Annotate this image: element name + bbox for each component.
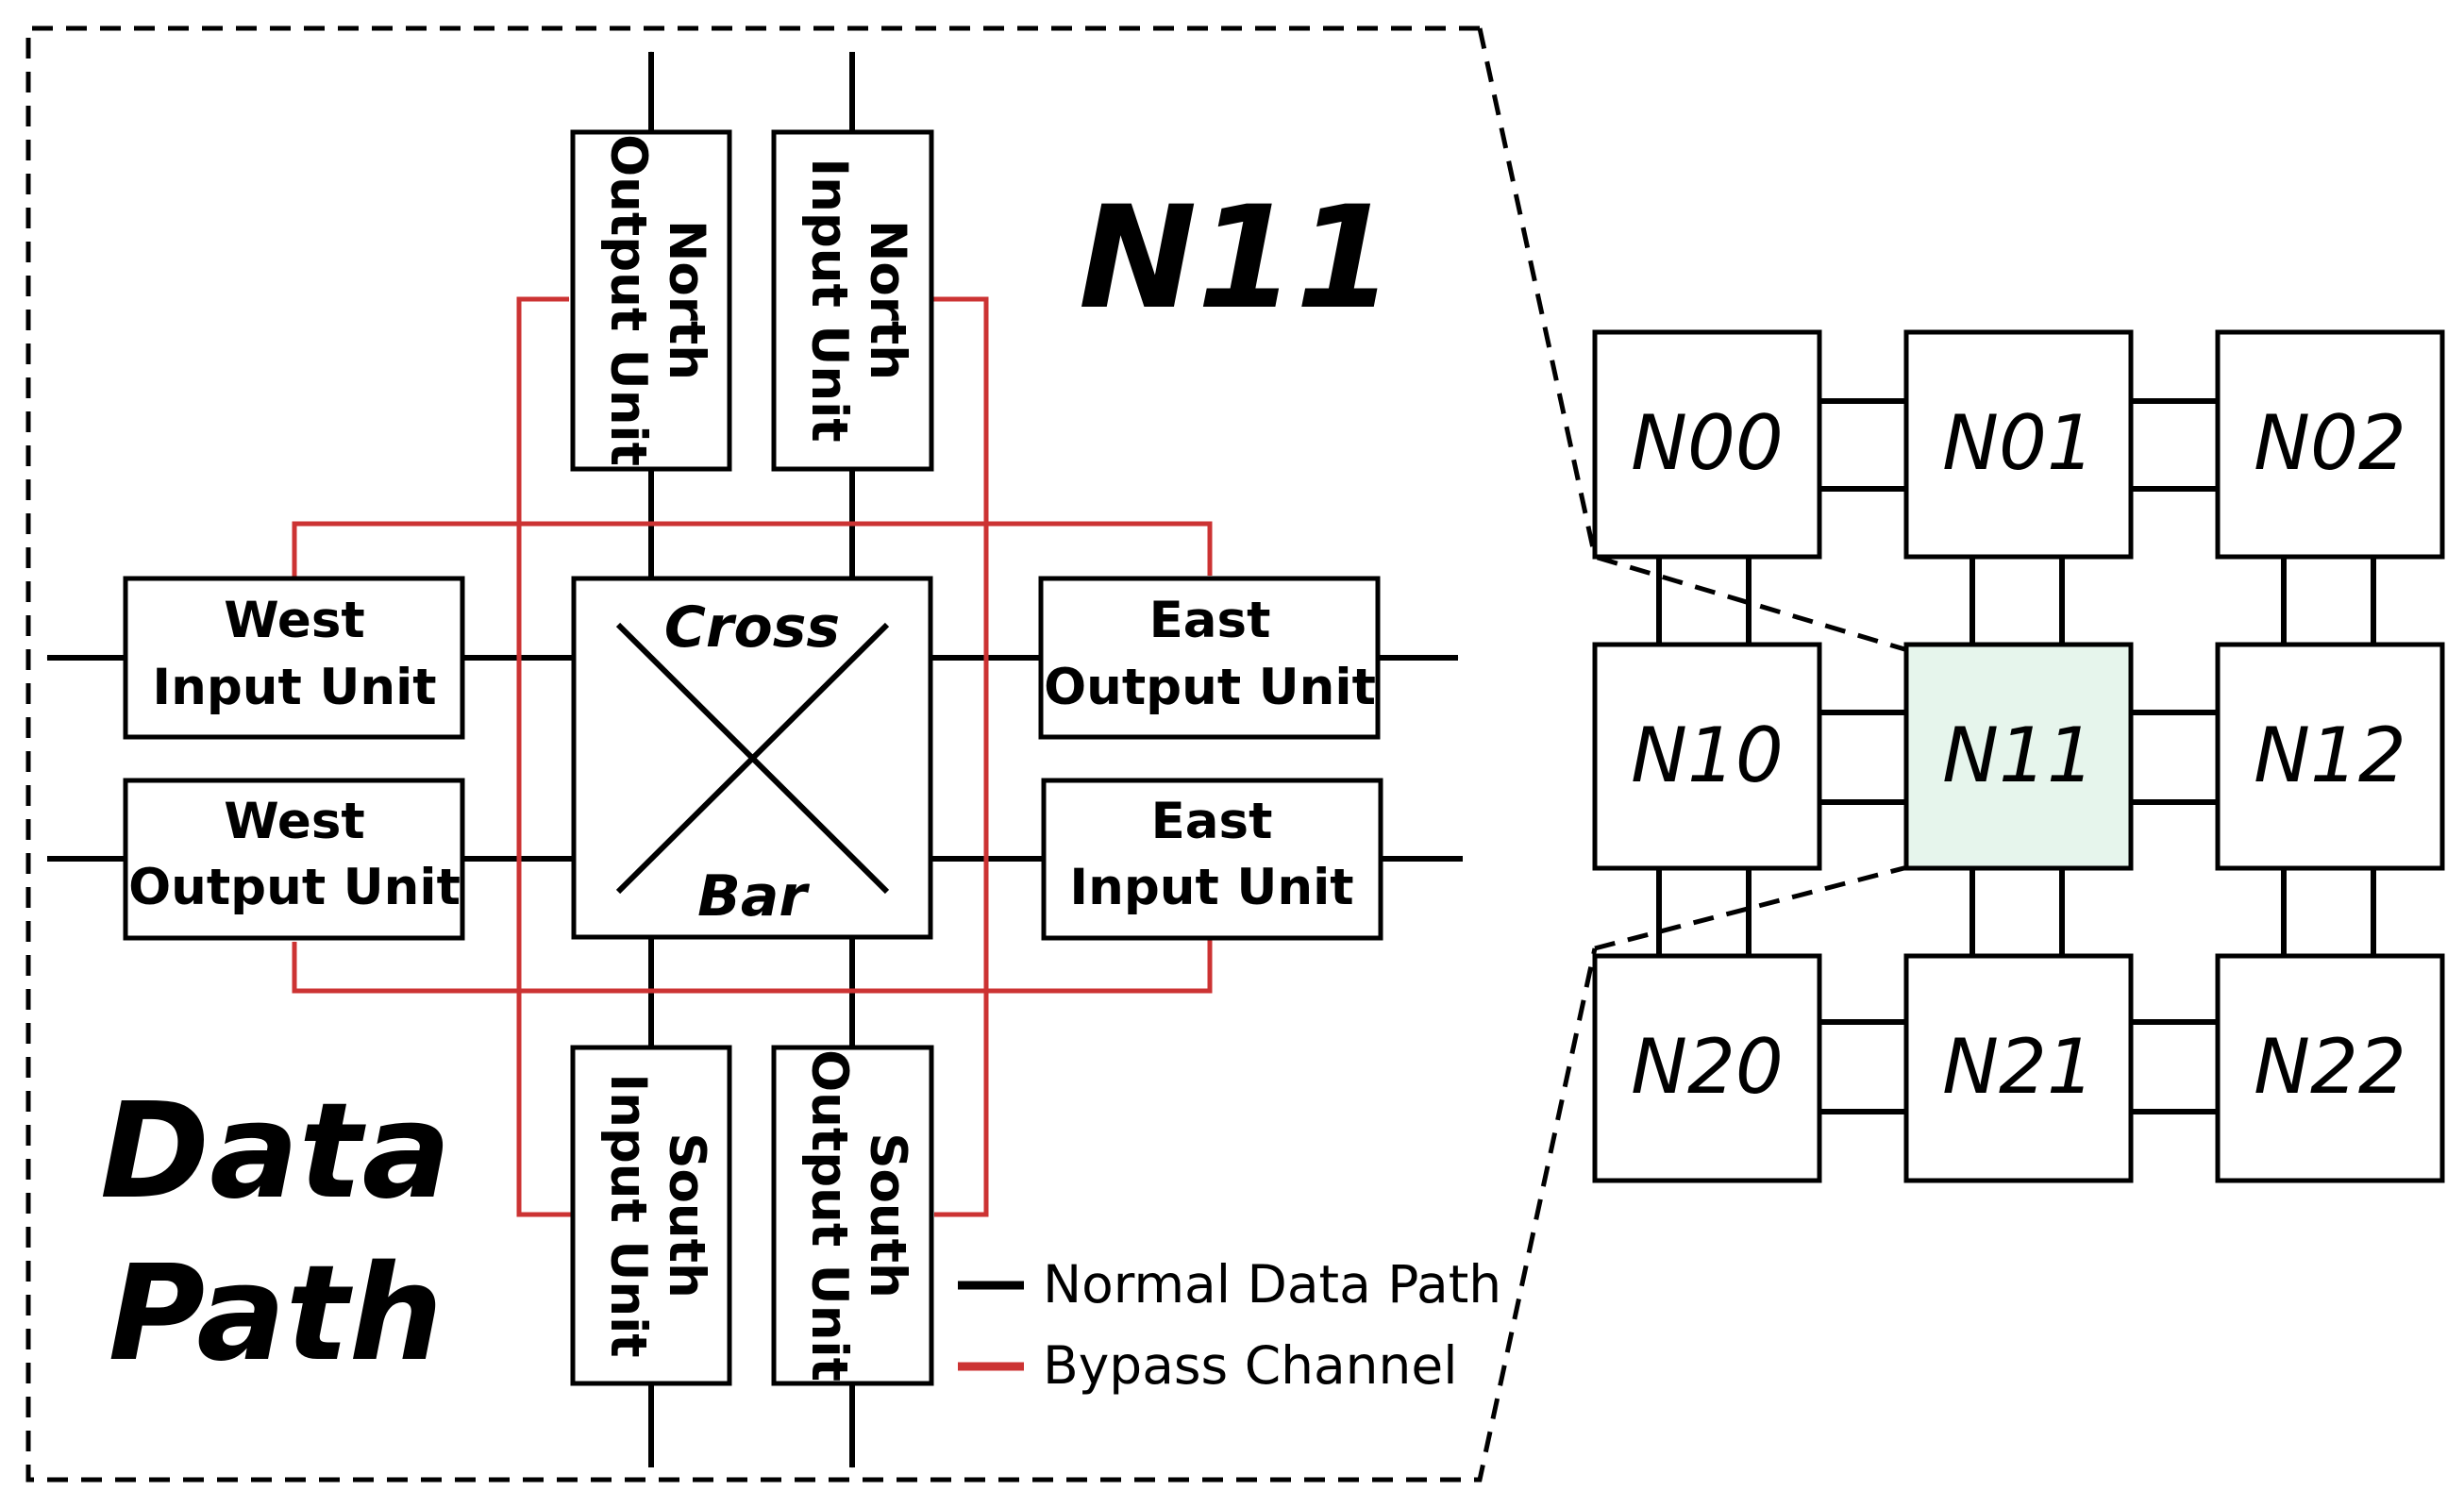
mesh-node-label: N02 [2254,399,2406,487]
router-detail: Cross Bar West Input Unit West Output Un… [46,51,1501,1468]
bypass-channels [292,296,1213,1217]
mesh-node-n10 [1592,642,1822,871]
mesh-node-label: N21 [1942,1023,2095,1111]
mesh-node-label: N01 [1942,399,2095,487]
north-output-label-line1: North [658,220,715,380]
mesh-node-label: N10 [1631,712,1784,799]
crossbar-bottom-label: Bar [697,863,810,930]
mesh-node-n00 [1592,329,1822,560]
east-input-label-line2: Input Unit [1069,859,1353,916]
mesh-node-n01 [1903,329,2134,560]
west-output-label-line2: Output Unit [128,859,461,916]
south-output-unit [771,1045,934,1386]
south-output-label-line1: South [859,1132,916,1298]
mesh-links [1656,398,2376,1114]
mesh-node-n21 [1903,953,2134,1183]
north-output-label-line2: Output Unit [599,134,657,466]
legend: Normal Data Path Bypass Channel [958,1254,1501,1396]
west-output-unit [123,778,465,941]
mesh-node-label: N00 [1631,399,1784,487]
mesh-node-label: N12 [2254,712,2406,799]
west-input-label-line1: West [224,592,364,649]
mesh-node-n11-highlighted [1903,642,2134,871]
zoom-line-lower [1594,863,1912,951]
east-input-label-line1: East [1151,793,1273,850]
west-output-label-line1: West [224,793,364,850]
mesh-node-label: N20 [1631,1023,1784,1111]
crossbar-top-label: Cross [664,595,840,661]
mesh-node-label: N11 [1942,712,2095,799]
west-input-label-line2: Input Unit [152,659,436,716]
data-path-label-line2: Path [109,1237,444,1391]
mesh-node-n20 [1592,953,1822,1183]
north-output-unit [570,129,732,472]
mesh-network: N00 N01 N02 N10 N11 N12 N20 N21 N22 [1592,329,2445,1183]
mesh-node-n22 [2215,953,2445,1183]
zoom-outline [25,25,1912,1483]
north-input-label-line1: North [859,220,916,380]
north-input-label-line2: Input Unit [800,158,858,442]
south-output-label-line2: Output Unit [800,1049,858,1382]
east-output-label-line2: Output Unit [1044,659,1376,716]
south-input-label-line1: South [658,1132,715,1298]
data-path-label-line1: Data [100,1075,451,1229]
east-input-unit [1041,778,1383,941]
mesh-node-n02 [2215,329,2445,560]
legend-label-bypass: Bypass Channel [1043,1335,1458,1396]
east-output-unit [1038,576,1381,740]
mesh-node-n12 [2215,642,2445,871]
legend-label-normal: Normal Data Path [1043,1254,1501,1315]
crossbar: Cross Bar [571,576,933,940]
north-input-unit [771,129,934,472]
east-output-label-line1: East [1149,592,1271,649]
mesh-node-label: N22 [2254,1023,2406,1111]
west-input-unit [123,576,465,740]
south-input-label-line2: Input Unit [599,1073,657,1357]
router-title: N11 [1079,176,1394,341]
south-input-unit [570,1045,732,1386]
